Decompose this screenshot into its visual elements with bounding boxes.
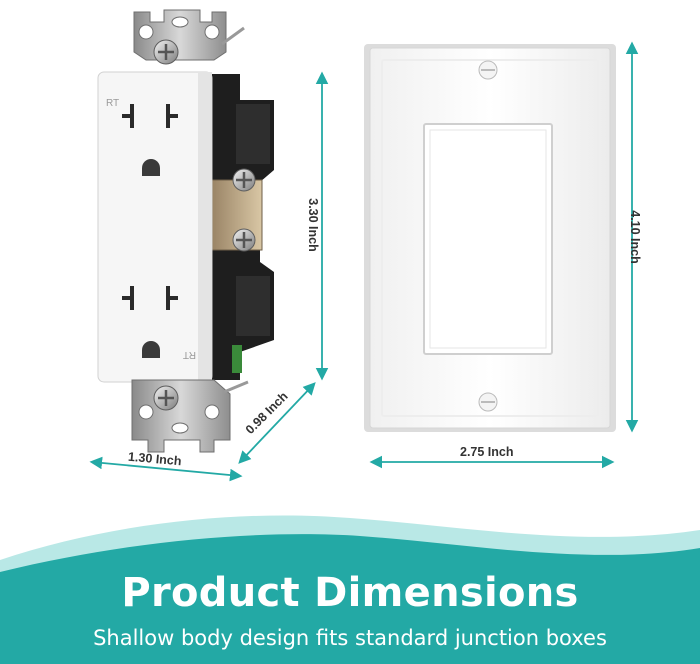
outlet-front-face: RT RT (97, 71, 213, 383)
top-receptacle (122, 104, 178, 176)
wall-plate-illustration (364, 44, 616, 432)
outlet-depth-arrow (238, 382, 316, 464)
outlet-top-marking: RT (106, 98, 119, 109)
plate-screw-icon (478, 392, 498, 412)
banner-title: Product Dimensions (121, 570, 579, 616)
banner-subtitle: Shallow body design fits standard juncti… (93, 626, 607, 650)
plate-width-label: 2.75 Inch (460, 445, 514, 459)
outlet-illustration: RT RT (97, 9, 274, 453)
outlet-width-arrow (89, 456, 243, 482)
plate-screw-icon (478, 60, 498, 80)
top-mounting-strap (133, 9, 245, 65)
outlet-back-housing (208, 74, 274, 380)
outlet-bottom-marking: RT (183, 349, 196, 360)
plate-height-label: 4.10 Inch (627, 210, 642, 264)
bottom-mounting-strap (131, 379, 249, 453)
ground-terminal (232, 345, 242, 373)
outlet-height-label: 3.30 Inch (305, 198, 320, 252)
banner-background (0, 515, 700, 664)
dimension-arrows (89, 41, 639, 482)
bottom-receptacle (122, 286, 178, 358)
